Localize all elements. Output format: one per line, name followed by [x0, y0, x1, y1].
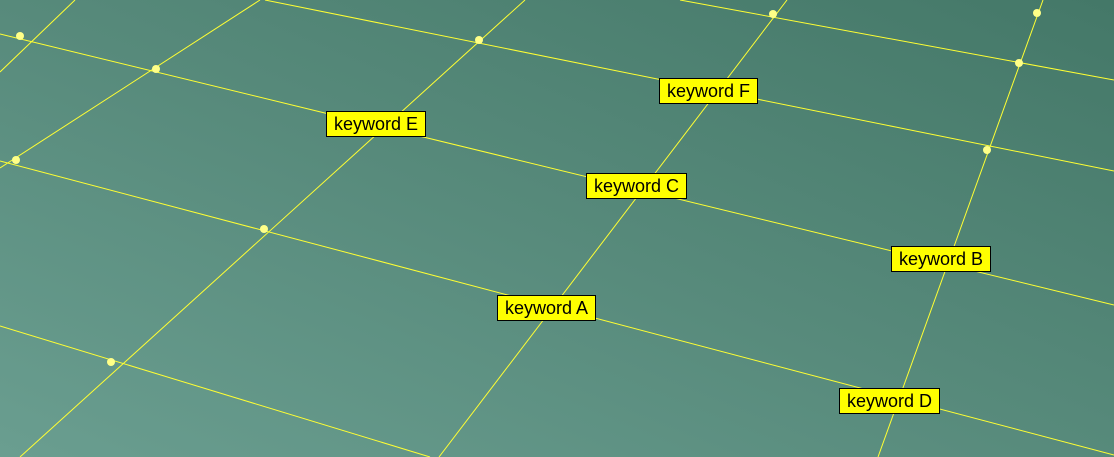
- grid-vertex: [260, 225, 268, 233]
- keyword-b-label[interactable]: keyword B: [891, 246, 992, 272]
- grid-line-row-5: [679, 0, 1114, 81]
- grid-line-col-1: [0, 0, 76, 73]
- grid-line-col-3: [19, 0, 526, 457]
- grid-vertex: [1033, 9, 1041, 17]
- keyword-a-label[interactable]: keyword A: [497, 295, 597, 321]
- grid-vertex: [16, 32, 24, 40]
- grid-vertex: [12, 156, 20, 164]
- grid-vertex: [1015, 59, 1023, 67]
- grid-vertex: [107, 358, 115, 366]
- grid-vertex: [152, 65, 160, 73]
- grid-vertex: [983, 146, 991, 154]
- grid-vertex: [475, 36, 483, 44]
- grid-line-col-4: [438, 0, 788, 457]
- grid-line-row-4: [0, 325, 431, 457]
- grid-line-col-2: [0, 0, 261, 169]
- keyword-e-label[interactable]: keyword E: [326, 111, 427, 137]
- grid-vertex: [769, 10, 777, 18]
- grid-line-col-5: [877, 0, 1044, 457]
- keyword-c-label[interactable]: keyword C: [586, 173, 688, 199]
- keyword-d-label[interactable]: keyword D: [839, 388, 941, 414]
- keyword-f-label[interactable]: keyword F: [659, 78, 759, 104]
